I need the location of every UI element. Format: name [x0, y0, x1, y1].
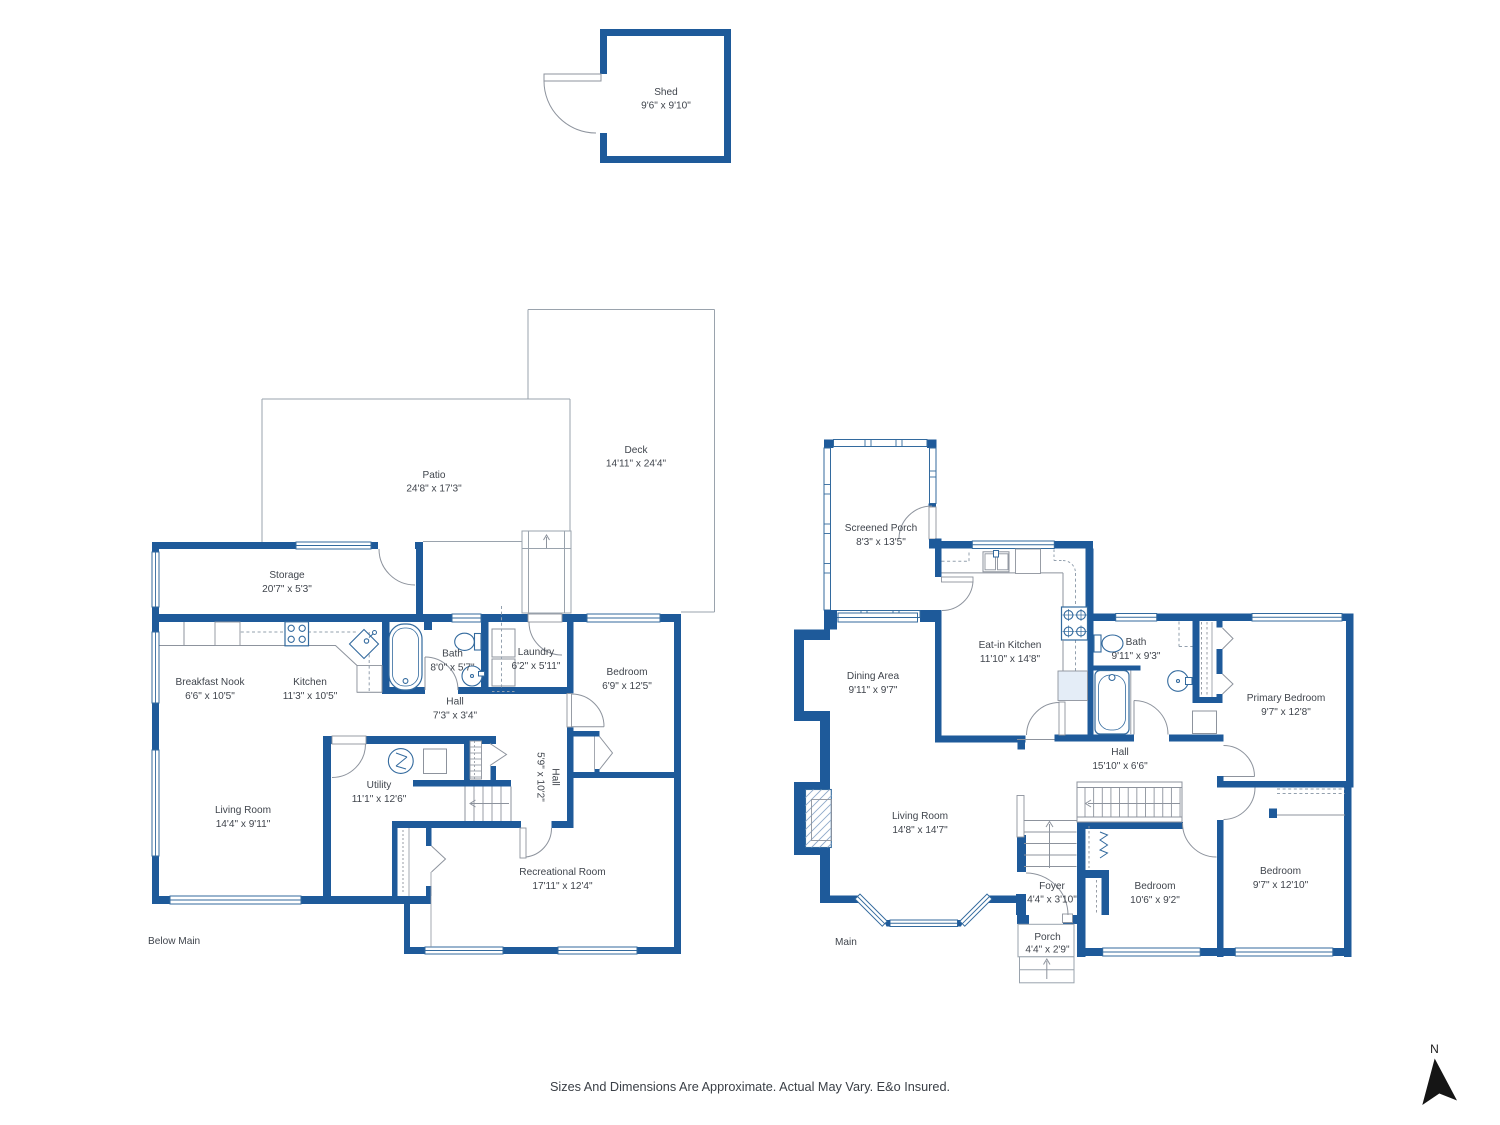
svg-text:Bath: Bath [1126, 637, 1147, 648]
svg-text:Bedroom: Bedroom [607, 667, 648, 678]
svg-text:6'6" x 10'5": 6'6" x 10'5" [185, 691, 235, 702]
svg-text:14'8" x 14'7": 14'8" x 14'7" [892, 825, 948, 836]
svg-text:Breakfast Nook: Breakfast Nook [175, 677, 245, 688]
svg-text:Main: Main [835, 937, 857, 948]
svg-text:Bedroom: Bedroom [1260, 866, 1301, 877]
svg-text:Hall: Hall [446, 697, 463, 708]
svg-text:Below Main: Below Main [148, 936, 200, 947]
svg-text:Screened Porch: Screened Porch [845, 523, 917, 534]
svg-text:15'10" x 6'6": 15'10" x 6'6" [1092, 761, 1148, 772]
svg-text:9'7" x 12'8": 9'7" x 12'8" [1261, 707, 1311, 718]
svg-text:Foyer: Foyer [1039, 881, 1065, 892]
svg-text:9'11" x 9'7": 9'11" x 9'7" [849, 685, 898, 696]
svg-text:6'2" x 5'11": 6'2" x 5'11" [512, 661, 561, 672]
svg-text:10'6" x 9'2": 10'6" x 9'2" [1130, 895, 1180, 906]
svg-text:Bedroom: Bedroom [1135, 881, 1176, 892]
svg-text:Dining Area: Dining Area [847, 671, 900, 682]
svg-text:N: N [1430, 1042, 1439, 1056]
svg-text:4'4" x 2'9": 4'4" x 2'9" [1025, 945, 1070, 956]
svg-text:9'7" x 12'10": 9'7" x 12'10" [1253, 880, 1309, 891]
svg-text:Recreational Room: Recreational Room [519, 867, 605, 878]
svg-text:Storage: Storage [269, 570, 305, 581]
svg-text:11'10" x 14'8": 11'10" x 14'8" [980, 654, 1041, 665]
svg-text:Porch: Porch [1034, 932, 1060, 943]
svg-text:Kitchen: Kitchen [293, 677, 327, 688]
svg-text:9'11" x 9'3": 9'11" x 9'3" [1112, 651, 1161, 662]
svg-text:8'0" x 5'7": 8'0" x 5'7" [430, 663, 475, 674]
svg-text:Hall: Hall [550, 768, 561, 785]
svg-text:Bath: Bath [442, 649, 463, 660]
svg-text:5'9" x 10'2": 5'9" x 10'2" [535, 752, 546, 802]
svg-text:Hall: Hall [1111, 747, 1128, 758]
svg-text:8'3" x 13'5": 8'3" x 13'5" [856, 537, 906, 548]
svg-text:14'4" x 9'11": 14'4" x 9'11" [216, 819, 271, 830]
svg-text:17'11" x 12'4": 17'11" x 12'4" [532, 881, 593, 892]
svg-text:14'11" x 24'4": 14'11" x 24'4" [606, 459, 667, 470]
svg-text:24'8" x 17'3": 24'8" x 17'3" [406, 484, 462, 495]
svg-text:Eat-in Kitchen: Eat-in Kitchen [979, 640, 1042, 651]
svg-text:Shed: Shed [654, 87, 678, 98]
svg-text:Sizes And Dimensions Are Appro: Sizes And Dimensions Are Approximate. Ac… [550, 1080, 950, 1094]
svg-text:6'9" x 12'5": 6'9" x 12'5" [602, 681, 652, 692]
svg-text:Laundry: Laundry [518, 647, 555, 658]
svg-text:7'3" x 3'4": 7'3" x 3'4" [433, 711, 478, 722]
svg-text:11'3" x 10'5": 11'3" x 10'5" [283, 691, 338, 702]
svg-text:4'4" x 3'10": 4'4" x 3'10" [1027, 895, 1077, 906]
svg-text:Primary Bedroom: Primary Bedroom [1247, 693, 1326, 704]
svg-text:Utility: Utility [367, 780, 393, 791]
svg-text:20'7" x 5'3": 20'7" x 5'3" [262, 584, 312, 595]
svg-text:Living Room: Living Room [892, 811, 948, 822]
svg-text:Deck: Deck [625, 445, 649, 456]
svg-text:11'1" x 12'6": 11'1" x 12'6" [352, 794, 407, 805]
svg-text:Living Room: Living Room [215, 805, 271, 816]
svg-text:Patio: Patio [422, 470, 445, 481]
svg-text:9'6" x 9'10": 9'6" x 9'10" [641, 101, 691, 112]
